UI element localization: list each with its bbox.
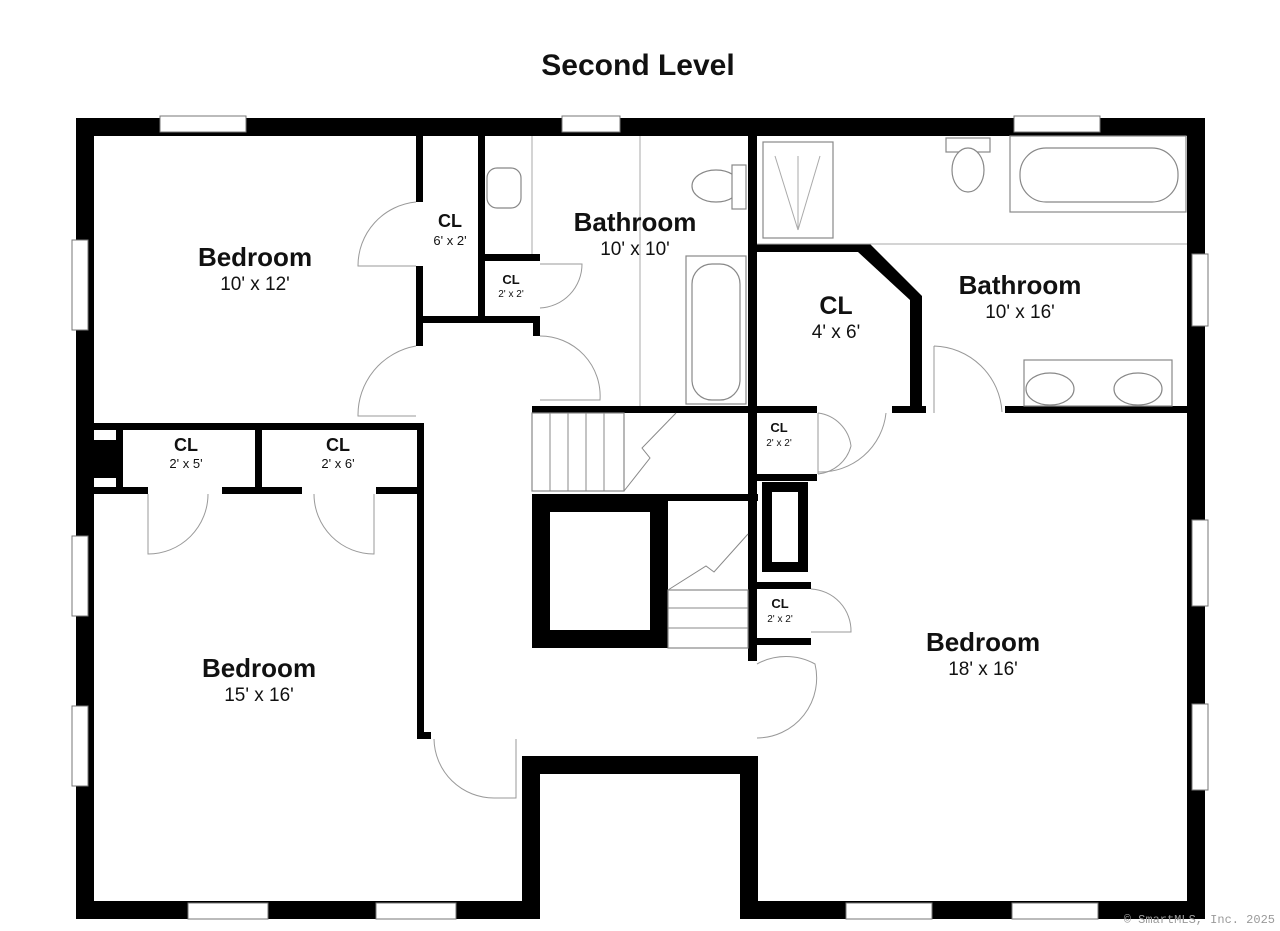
exterior-wall-left-step <box>76 440 122 478</box>
door-bath-master <box>933 345 1003 413</box>
room-label: Bedroom <box>198 242 312 272</box>
door-bedroom-nw <box>357 345 417 417</box>
bathtub-hall-basin <box>691 263 741 401</box>
exterior-wall-bottom-left <box>76 901 540 919</box>
plan-title: Second Level <box>541 49 734 82</box>
door-closet-6x2 <box>357 201 417 267</box>
window <box>159 115 247 133</box>
door-closet-4x6 <box>817 412 887 474</box>
closet-label: CL <box>326 435 350 455</box>
room-labels: Bedroom 10' x 12' Bedroom 15' x 16' Bedr… <box>169 207 1081 706</box>
wall-bedroom-nw-closet <box>416 136 423 202</box>
exterior-wall-right <box>1187 118 1205 919</box>
wall-closet-4x6-bottom <box>757 406 817 413</box>
wall-closet-bath <box>478 136 485 316</box>
closet-dimensions: 2' x 6' <box>321 456 354 471</box>
window <box>845 902 933 920</box>
windows <box>71 115 1209 920</box>
door-bedroom-sw <box>433 738 517 799</box>
sink <box>486 167 522 209</box>
wall-bath-master-divider <box>757 244 865 252</box>
wall-central-column <box>748 136 757 661</box>
copyright-notice: © SmartMLS, Inc. 2025 <box>1124 913 1275 927</box>
room-dimensions: 10' x 12' <box>220 274 290 295</box>
exterior-wall-notch-right <box>740 756 758 919</box>
exterior-wall-notch-top <box>522 756 758 774</box>
window <box>71 535 89 617</box>
window <box>1191 519 1209 607</box>
window <box>375 902 457 920</box>
door-closet-hall-lower <box>810 588 852 633</box>
room-label: Bathroom <box>959 270 1082 300</box>
window <box>71 705 89 787</box>
window <box>1191 253 1209 327</box>
window <box>71 239 89 331</box>
wall-closet-row-bottom-b <box>222 487 302 494</box>
window <box>1191 703 1209 791</box>
exterior-wall-notch-left <box>522 756 540 919</box>
wall-closet-row-divider-1 <box>116 430 123 490</box>
closet-label: CL <box>502 272 519 287</box>
toilet <box>951 147 985 193</box>
wall-hall-west-stub <box>417 732 431 739</box>
wall-closet-bottom <box>416 316 540 323</box>
window <box>1013 115 1101 133</box>
wall-closet-4x6-bottom-b <box>892 406 926 413</box>
room-dimensions: 18' x 16' <box>948 659 1018 680</box>
room-dimensions: 10' x 16' <box>985 302 1055 323</box>
closet-dimensions: 2' x 2' <box>498 289 524 300</box>
room-dimensions: 15' x 16' <box>224 685 294 706</box>
vanity-sink <box>1025 372 1075 406</box>
door-bedroom-e <box>756 656 818 739</box>
room-dimensions: 10' x 10' <box>600 239 670 260</box>
window <box>1011 902 1099 920</box>
wall-closet-row-divider-2 <box>255 430 262 490</box>
door-closet-2x6 <box>313 493 375 555</box>
room-label: Bedroom <box>202 653 316 683</box>
closet-label: CL <box>174 435 198 455</box>
closet-dimensions: 2' x 2' <box>767 614 793 625</box>
stairs <box>531 412 749 649</box>
wall-bedroom-nw-closet-lower <box>416 266 423 346</box>
wall-lower-closet-bottom <box>757 638 811 645</box>
closet-dimensions: 2' x 5' <box>169 456 202 471</box>
window <box>561 115 621 133</box>
closet-dimensions: 6' x 2' <box>433 233 466 248</box>
closet-label: CL <box>770 420 787 435</box>
doors <box>147 201 1003 799</box>
door-closet-hall-upper <box>817 412 852 475</box>
window <box>187 902 269 920</box>
wall-stair-top <box>532 406 758 413</box>
closet-dimensions: 2' x 2' <box>766 438 792 449</box>
room-label: Bathroom <box>574 207 697 237</box>
bathtub-master-basin <box>1019 147 1179 203</box>
wall-bath-master-bottom <box>1005 406 1187 413</box>
wall-closet-row-bottom-c <box>376 487 424 494</box>
door-bathroom-hall <box>539 335 601 401</box>
wall-closet-shelf <box>485 254 540 261</box>
exterior-wall-top <box>76 118 1205 136</box>
wall-closet-row-bottom-a <box>94 487 148 494</box>
vanity-sink <box>1113 372 1163 406</box>
fixtures <box>486 135 1187 407</box>
closet-label: CL <box>771 596 788 611</box>
wall-bedroom-nw-bottom <box>94 423 424 430</box>
closet-label: CL <box>438 211 462 231</box>
room-label: Bedroom <box>926 627 1040 657</box>
toilet-tank <box>731 164 747 210</box>
wall-hall-closet-divider <box>757 474 817 481</box>
wall-closet-4x6-angled <box>858 244 922 412</box>
closet-label: CL <box>819 292 852 320</box>
door-closet-bath <box>539 263 583 309</box>
door-closet-2x5 <box>147 493 209 555</box>
wall-hall-west <box>417 423 424 739</box>
wall-stair-divider <box>662 501 668 648</box>
wall-closet-bottom-stub <box>533 316 540 336</box>
wall-lower-closet-top <box>757 582 811 589</box>
closet-dimensions: 4' x 6' <box>812 322 860 343</box>
